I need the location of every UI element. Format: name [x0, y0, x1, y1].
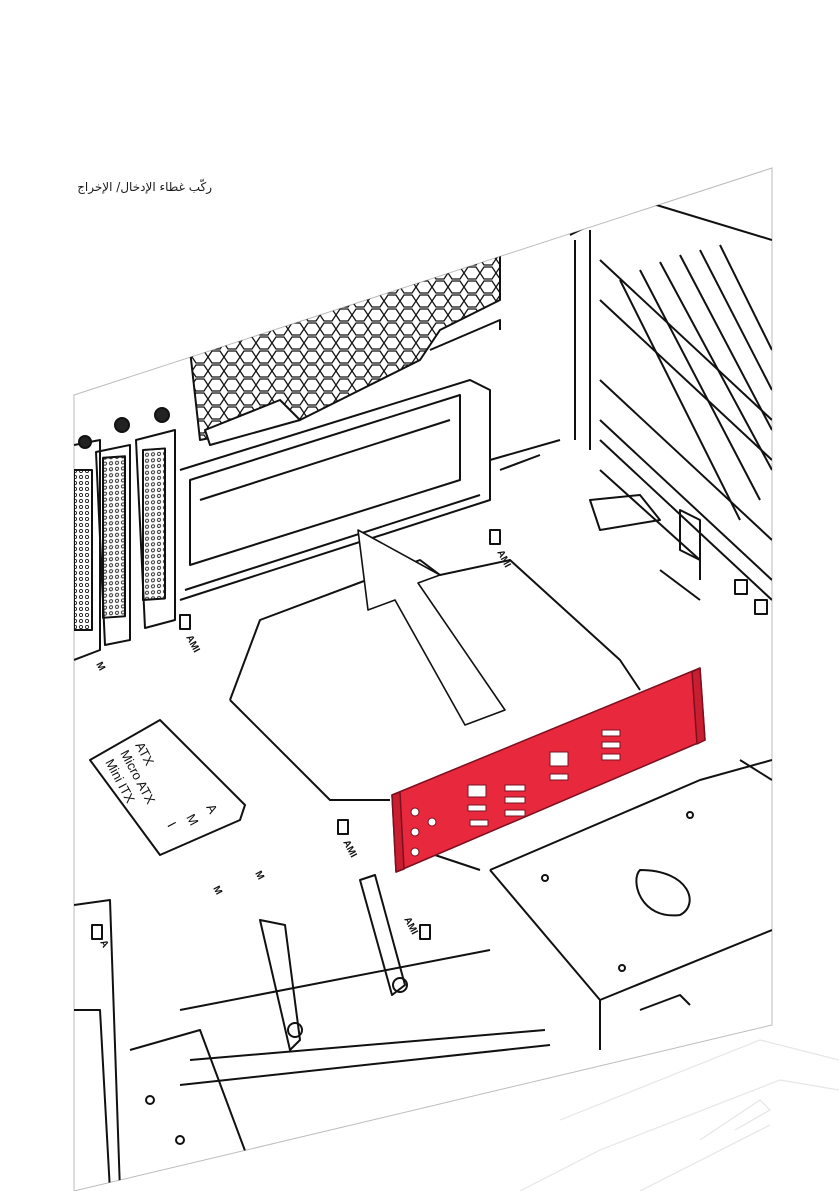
- drive-cage: [569, 199, 772, 615]
- expansion-slots: [74, 407, 176, 661]
- insert-direction-arrow: [357, 529, 506, 726]
- standoffs: [91, 529, 501, 940]
- io-shield: [391, 667, 706, 873]
- cable-brackets: [179, 874, 551, 1086]
- psu-shroud: [489, 759, 772, 1050]
- form-factor-sticker: [89, 719, 246, 856]
- background-decoration: [519, 1039, 839, 1191]
- instruction-caption: ركّب غطاء الإدخال/ الإخراج: [77, 180, 212, 194]
- front-bay: [74, 899, 261, 1191]
- letter-i: I: [164, 819, 179, 829]
- rear-panel: [179, 239, 501, 601]
- standoff-mark: A: [97, 938, 110, 950]
